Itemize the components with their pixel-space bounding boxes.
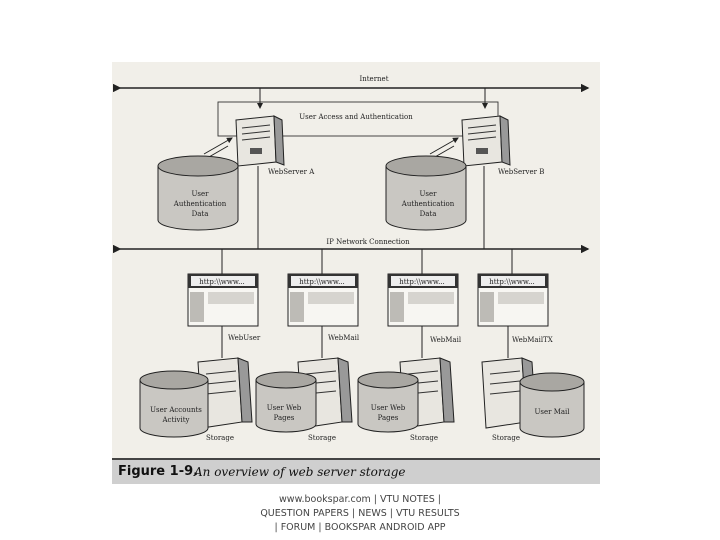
svg-text:User Web: User Web: [267, 404, 302, 412]
app-label-webmailtx: WebMailTX: [512, 336, 553, 344]
svg-text:User Web: User Web: [371, 404, 406, 412]
footer-line-3: | FORUM | BOOKSPAR ANDROID APP: [274, 522, 446, 533]
svg-text:Authentication: Authentication: [173, 200, 227, 208]
browser-window-1: [187, 273, 259, 327]
footer-text: www.bookspar.com | VTU NOTES | QUESTION …: [210, 493, 510, 535]
storage-server-1-icon: [197, 357, 253, 429]
storage-label-4: Storage: [492, 434, 520, 442]
svg-text:User: User: [420, 190, 438, 198]
svg-text:http:\\www...: http:\\www...: [199, 278, 245, 286]
svg-text:Authentication: Authentication: [401, 200, 455, 208]
network-label: IP Network Connection: [326, 238, 410, 246]
svg-text:Pages: Pages: [274, 414, 295, 422]
svg-text:http:\\www...: http:\\www...: [399, 278, 445, 286]
internet-label: Internet: [359, 75, 388, 83]
svg-text:User Mail: User Mail: [534, 408, 570, 416]
browser-window-2: [287, 273, 359, 327]
footer-line-2: QUESTION PAPERS | NEWS | VTU RESULTS: [260, 508, 460, 519]
auth-db-b-icon: [385, 155, 467, 231]
auth-label: User Access and Authentication: [299, 113, 413, 121]
server-b-label: WebServer B: [498, 168, 544, 176]
app-label-webuser: WebUser: [228, 334, 261, 342]
auth-db-a-icon: [157, 155, 239, 231]
db-icon-2: [255, 371, 317, 433]
app-label-webmail-1: WebMail: [328, 334, 360, 342]
figure-title: An overview of web server storage: [194, 465, 406, 479]
app-label-webmail-2: WebMail: [430, 336, 462, 344]
figure-number: Figure 1-9.: [118, 464, 199, 479]
storage-label-1: Storage: [206, 434, 234, 442]
storage-label-3: Storage: [410, 434, 438, 442]
figure-image: Internet User Access and Authentication …: [112, 62, 600, 484]
svg-text:http:\\www...: http:\\www...: [299, 278, 345, 286]
db-icon-3: [357, 371, 419, 433]
storage-label-2: Storage: [308, 434, 336, 442]
svg-text:Data: Data: [420, 210, 437, 218]
figure-caption: Figure 1-9. An overview of web server st…: [112, 458, 600, 484]
svg-text:User: User: [192, 190, 210, 198]
db-icon-4: [519, 372, 585, 438]
web-server-storage-diagram: Internet User Access and Authentication …: [113, 71, 590, 442]
server-b-icon: [461, 115, 511, 167]
browser-window-3: [387, 273, 459, 327]
svg-text:Data: Data: [192, 210, 209, 218]
server-a-icon: [235, 115, 285, 167]
server-a-label: WebServer A: [268, 168, 315, 176]
svg-text:Pages: Pages: [378, 414, 399, 422]
svg-text:http:\\www...: http:\\www...: [489, 278, 535, 286]
svg-text:Activity: Activity: [162, 416, 190, 424]
footer-line-1: www.bookspar.com | VTU NOTES |: [279, 494, 441, 505]
svg-text:User Accounts: User Accounts: [150, 406, 202, 414]
browser-window-4: [477, 273, 549, 327]
db-icon-1: [139, 370, 209, 438]
